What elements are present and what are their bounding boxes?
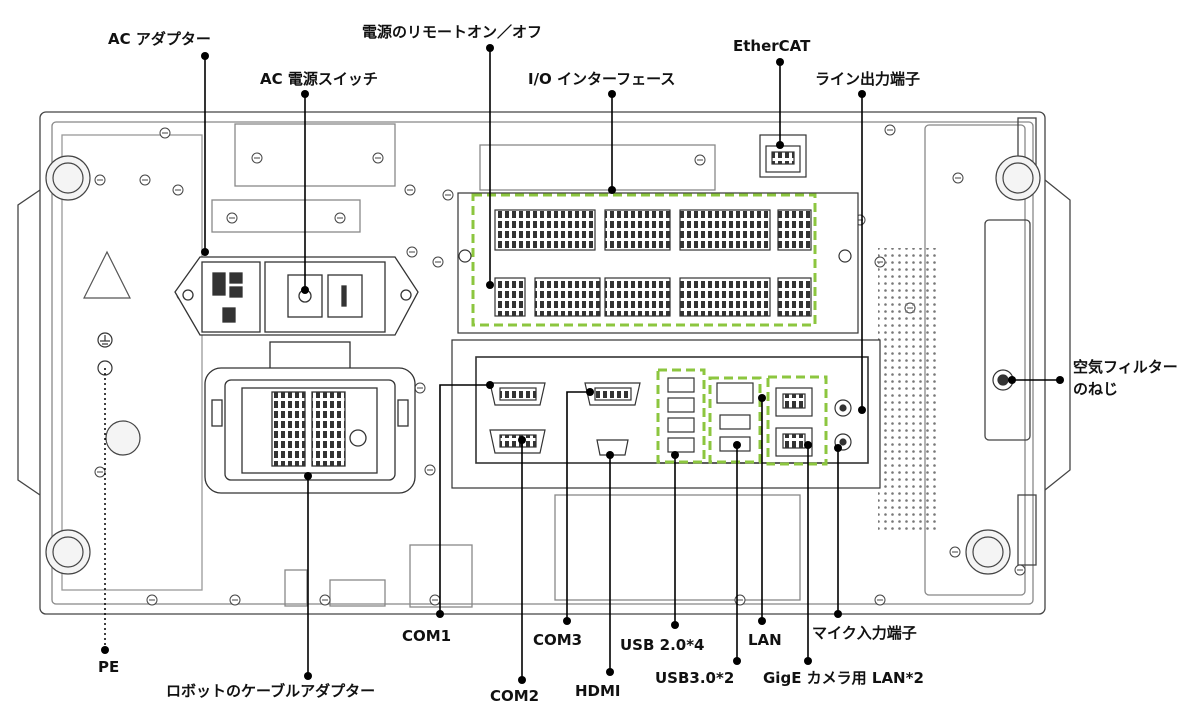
leader-dot [671, 451, 679, 459]
robot-cable-connector [204, 341, 416, 494]
label-line-out: ライン出力端子 [815, 70, 921, 88]
label-remote-on-off: 電源のリモートオン／オフ [362, 23, 543, 41]
label-robot-cable-adapter: ロボットのケーブルアダプター [166, 682, 376, 700]
leader-dot [758, 394, 766, 402]
label-mic-in: マイク入力端子 [812, 624, 917, 642]
label-pe: PE [98, 658, 120, 676]
highlight-boxes [471, 193, 828, 466]
label-gige-lan: GigE カメラ用 LAN*2 [763, 669, 924, 687]
label-usb2: USB 2.0*4 [620, 636, 705, 654]
leader-dot [804, 657, 812, 665]
leader-dot [101, 646, 109, 654]
leader-dot [776, 58, 784, 66]
vent-holes [878, 248, 940, 530]
leader-dot [608, 90, 616, 98]
leader-dot [201, 248, 209, 256]
leader-dot [671, 621, 679, 629]
leader-dot [436, 610, 444, 618]
highlight-box [656, 368, 706, 464]
leader-dot [304, 472, 312, 480]
leader-dot [304, 672, 312, 680]
leader-dot [518, 676, 526, 684]
leader-lines [104, 48, 1060, 680]
leader-dot [563, 617, 571, 625]
leader-dot [733, 657, 741, 665]
leader-dot [834, 444, 842, 452]
label-usb3: USB3.0*2 [655, 669, 735, 687]
leader-dot [758, 617, 766, 625]
label-ac-switch: AC 電源スイッチ [260, 70, 378, 88]
highlight-box [766, 375, 828, 466]
leader-dot [608, 186, 616, 194]
leader-dot [586, 388, 594, 396]
leader-line [439, 384, 490, 614]
leader-dot [834, 610, 842, 618]
leader-dot [518, 436, 526, 444]
leader-dot [858, 90, 866, 98]
leader-dot [606, 451, 614, 459]
lower-io-panel [451, 339, 881, 489]
io-terminal-block [457, 192, 859, 334]
leader-dot [858, 406, 866, 414]
feet [45, 155, 1041, 575]
highlight-box [708, 376, 762, 464]
ethercat-port [759, 134, 807, 178]
label-hdmi: HDMI [575, 682, 621, 700]
label-com3: COM3 [533, 631, 583, 649]
leader-dot [486, 381, 494, 389]
leader-dot [733, 441, 741, 449]
label-air-filter-screw: 空気フィルターのねじ [1073, 358, 1178, 398]
leader-dots [101, 44, 1064, 684]
label-ac-adapter: AC アダプター [108, 30, 211, 48]
leader-dot [201, 52, 209, 60]
label-com2: COM2 [490, 687, 540, 705]
leader-dot [301, 286, 309, 294]
leader-dot [301, 90, 309, 98]
leader-dot [486, 281, 494, 289]
leader-dot [486, 44, 494, 52]
label-com1: COM1 [402, 627, 452, 645]
label-lan: LAN [748, 631, 782, 649]
leader-dot [1008, 376, 1016, 384]
label-ethercat: EtherCAT [733, 37, 811, 55]
leader-dot [776, 141, 784, 149]
leader-line [566, 391, 590, 621]
housing [17, 111, 1071, 615]
leader-dot [1056, 376, 1064, 384]
leader-dot [606, 668, 614, 676]
highlight-box [471, 193, 817, 327]
leader-dot [804, 441, 812, 449]
label-io-interface: I/O インターフェース [528, 70, 676, 88]
ac-inlet-and-switch [174, 256, 419, 336]
